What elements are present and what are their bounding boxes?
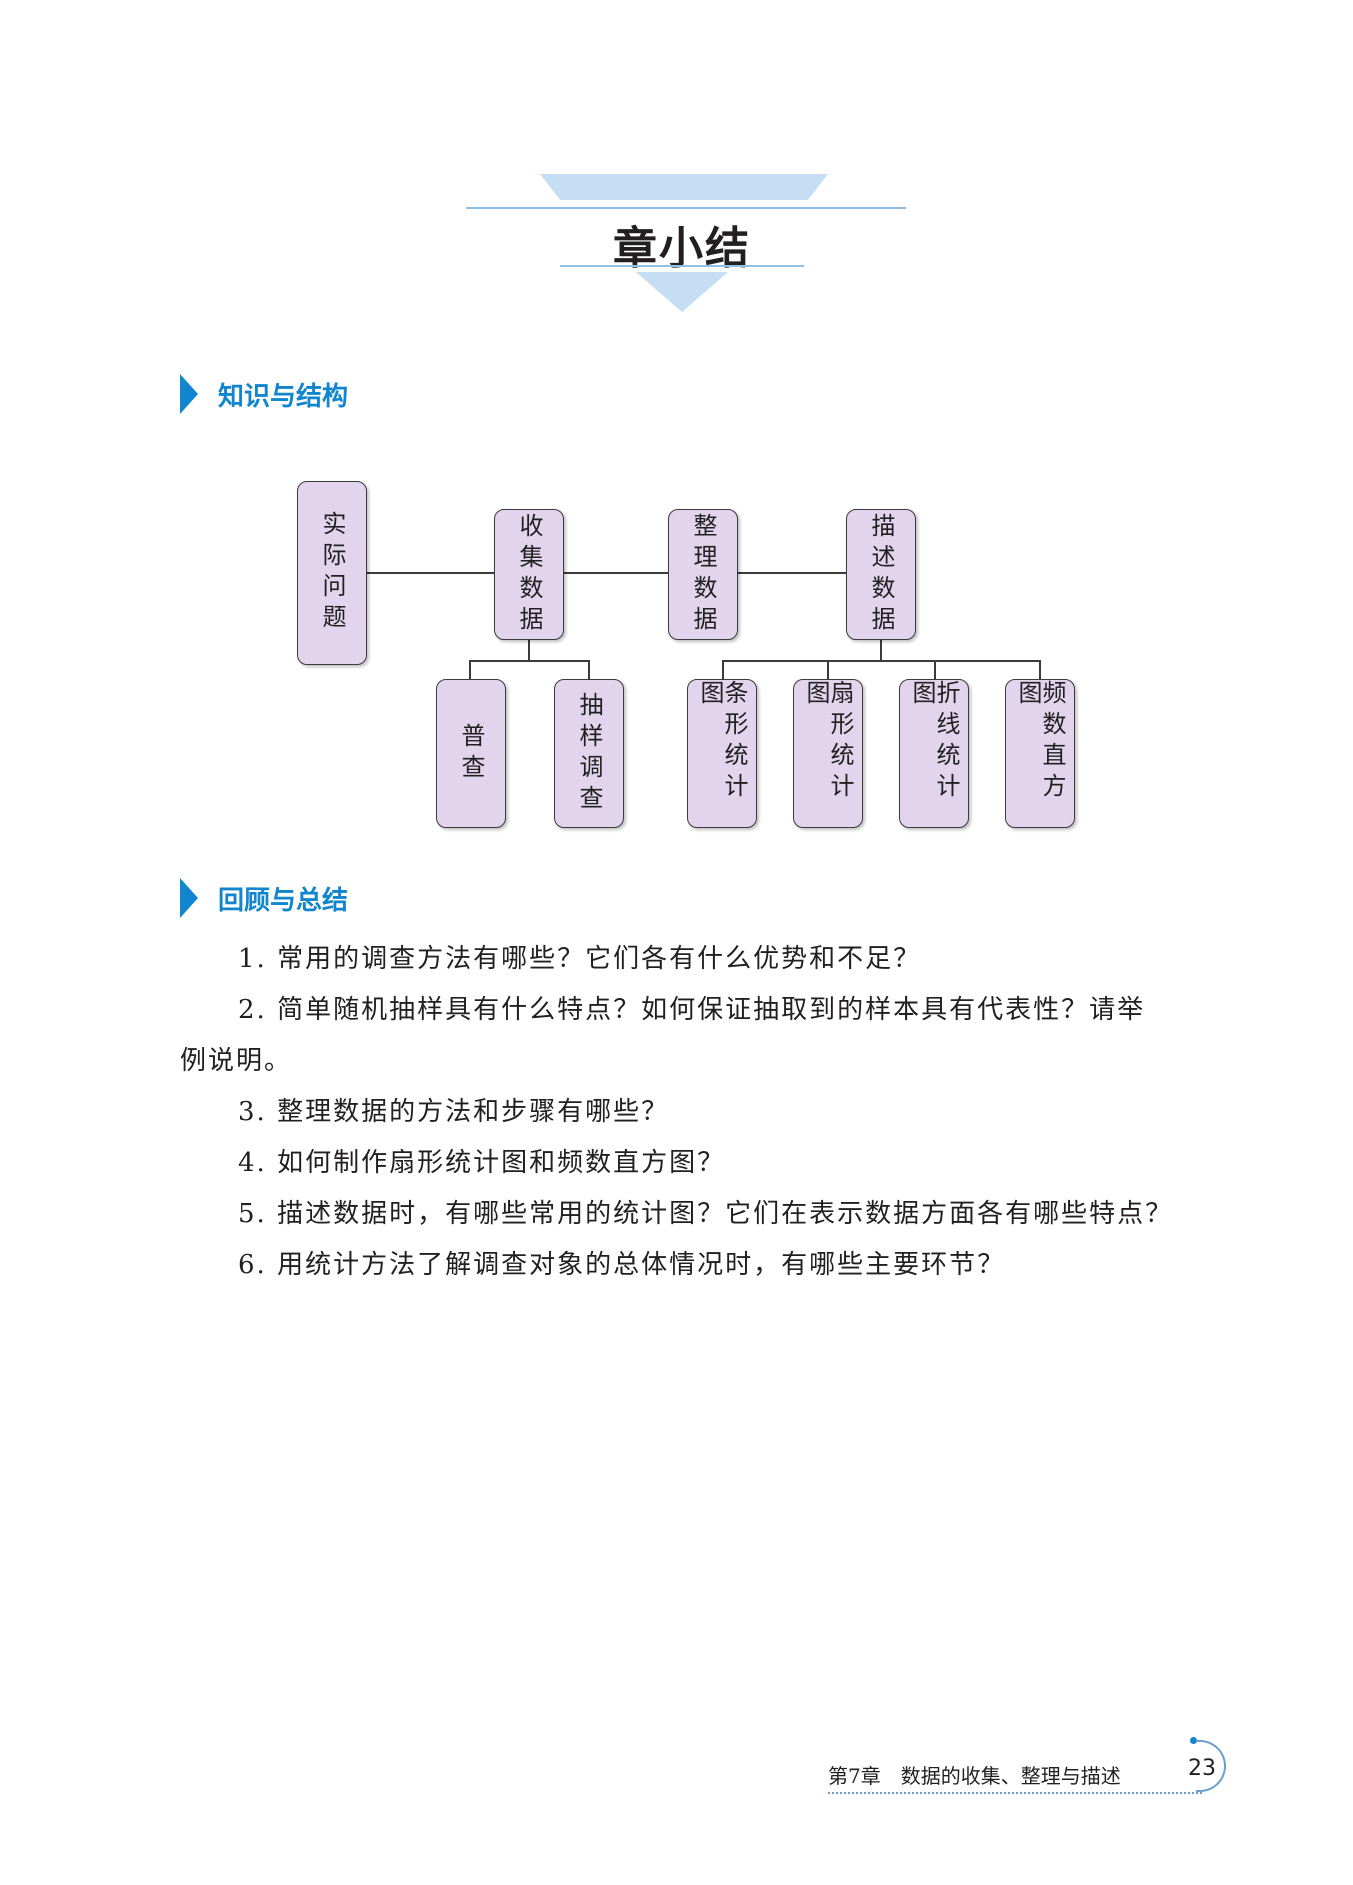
node-line-chart: 折线统计图 [899,679,969,828]
node-organize-data: 整理数据 [668,509,738,640]
connector-describe-down [880,640,882,660]
node-sampling-survey: 抽样调查 [554,679,624,828]
connector-pie-chart [827,660,829,679]
connector-sampling [588,660,590,679]
connector-collect-down [528,640,530,660]
connector-bar-chart [722,660,724,679]
node-census: 普查 [436,679,506,828]
node-pie-chart: 扇形统计图 [793,679,863,828]
connector-histogram [1039,660,1041,679]
footer-dotted-rule [828,1792,1202,1794]
question-2-continued: 例说明。 [180,1046,293,1076]
question-3: 3. 整理数据的方法和步骤有哪些？ [238,1097,670,1127]
section-title-review: 回顾与总结 [218,886,349,916]
question-5: 5. 描述数据时，有哪些常用的统计图？它们在表示数据方面各有哪些特点？ [238,1199,1174,1229]
banner-rule-bottom [560,265,804,267]
footer-chapter-label: 第7章 数据的收集、整理与描述 [828,1764,1121,1788]
connector-line-chart [934,660,936,679]
node-describe-data: 描述数据 [846,509,916,640]
question-1: 1. 常用的调查方法有哪些？它们各有什么优势和不足？ [238,944,922,974]
node-collect-data: 收集数据 [494,509,564,640]
node-histogram: 频数直方图 [1005,679,1075,828]
connector-collect-bar [469,660,589,662]
section-title-knowledge: 知识与结构 [218,382,349,412]
connector-describe-bar [722,660,1041,662]
question-6: 6. 用统计方法了解调查对象的总体情况时，有哪些主要环节？ [238,1250,1006,1280]
banner-rule-top [466,207,906,209]
node-bar-chart: 条形统计图 [687,679,757,828]
node-actual-problem: 实际问题 [297,481,367,665]
banner-top-shape [540,174,828,200]
footer-dot-icon [1190,1737,1197,1744]
connector-census [469,660,471,679]
question-2: 2. 简单随机抽样具有什么特点？如何保证抽取到的样本具有代表性？请举 [238,995,1146,1025]
connector-main [367,572,847,574]
question-4: 4. 如何制作扇形统计图和频数直方图？ [238,1148,726,1178]
